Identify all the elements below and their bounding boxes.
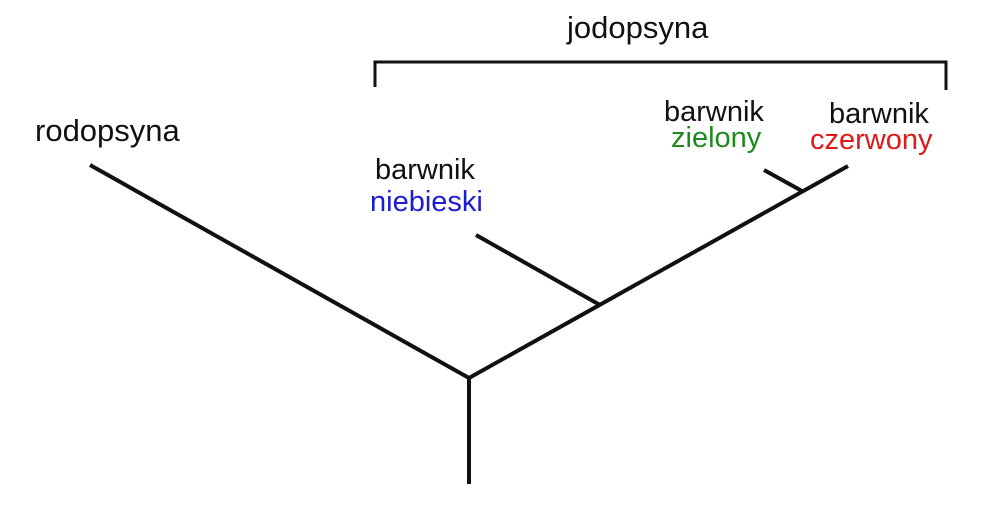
leaf-blue-line1: barwnik	[375, 154, 475, 186]
leaf-green-line2: zielony	[671, 122, 762, 154]
leaf-green-line1: barwnik	[664, 96, 764, 128]
jodopsyna-bracket	[373, 60, 948, 90]
leaf-red-line1: barwnik	[829, 98, 929, 130]
jodopsyna-branch	[468, 164, 849, 380]
label-rodopsyna: rodopsyna	[35, 113, 180, 148]
niebieski-branch	[475, 233, 601, 307]
leaf-red-line2: czerwony	[810, 124, 933, 156]
group-label-jodopsyna: jodopsyna	[567, 10, 709, 45]
rodopsyna-branch	[89, 163, 470, 380]
leaf-blue-line2: niebieski	[370, 186, 483, 218]
zielony-branch	[763, 168, 803, 193]
